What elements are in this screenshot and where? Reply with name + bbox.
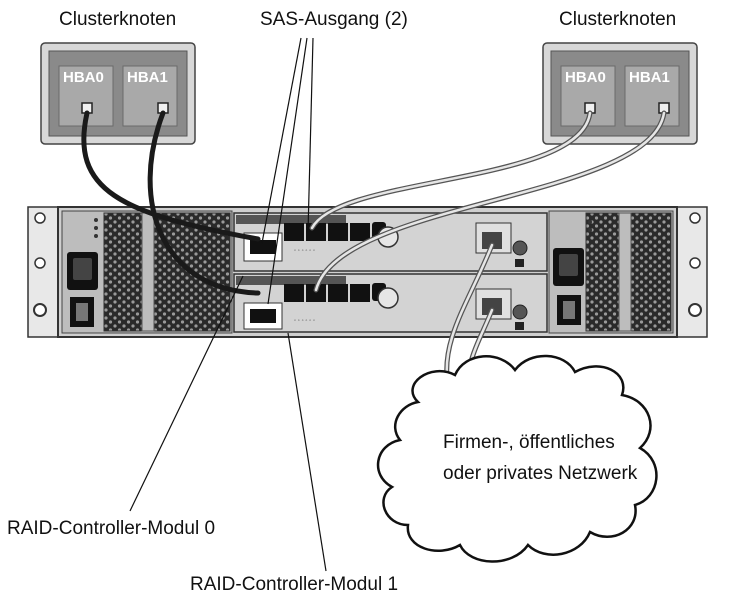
sas-out-label: SAS-Ausgang (2) <box>260 9 408 30</box>
cluster-node-left: HBA0 HBA1 <box>40 42 196 145</box>
raid-controller-module-1: ◦ ◦ ◦ ◦ ◦ ◦ <box>233 273 548 333</box>
network-label-line2: oder privates Netzwerk <box>443 463 638 484</box>
hba1-label-right: HBA1 <box>629 69 670 86</box>
raid-controller-module-0: ◦ ◦ ◦ ◦ ◦ ◦ <box>233 212 548 272</box>
svg-text:◦ ◦ ◦ ◦ ◦ ◦: ◦ ◦ ◦ ◦ ◦ ◦ <box>294 248 315 254</box>
storage-enclosure: ◦ ◦ ◦ ◦ ◦ ◦ ◦ ◦ ◦ ◦ ◦ ◦ <box>27 206 708 338</box>
cluster-node-right: HBA0 HBA1 <box>542 42 698 145</box>
hba1-label-left: HBA1 <box>127 69 168 86</box>
network-cloud <box>376 354 658 563</box>
svg-text:◦ ◦ ◦ ◦ ◦ ◦: ◦ ◦ ◦ ◦ ◦ ◦ <box>294 318 315 324</box>
cluster-node-right-label: Clusterknoten <box>559 9 677 30</box>
callout-lines <box>129 37 327 572</box>
hba0-label-left: HBA0 <box>63 69 104 86</box>
hba0-label-right: HBA0 <box>565 69 606 86</box>
raid-controller-module-1-label: RAID-Controller-Modul 1 <box>190 574 399 595</box>
sas-cables <box>81 110 667 296</box>
network-label-line1: Firmen-, öffentliches <box>443 432 615 453</box>
cluster-node-left-label: Clusterknoten <box>59 9 177 30</box>
raid-controller-module-0-label: RAID-Controller-Modul 0 <box>7 518 216 539</box>
